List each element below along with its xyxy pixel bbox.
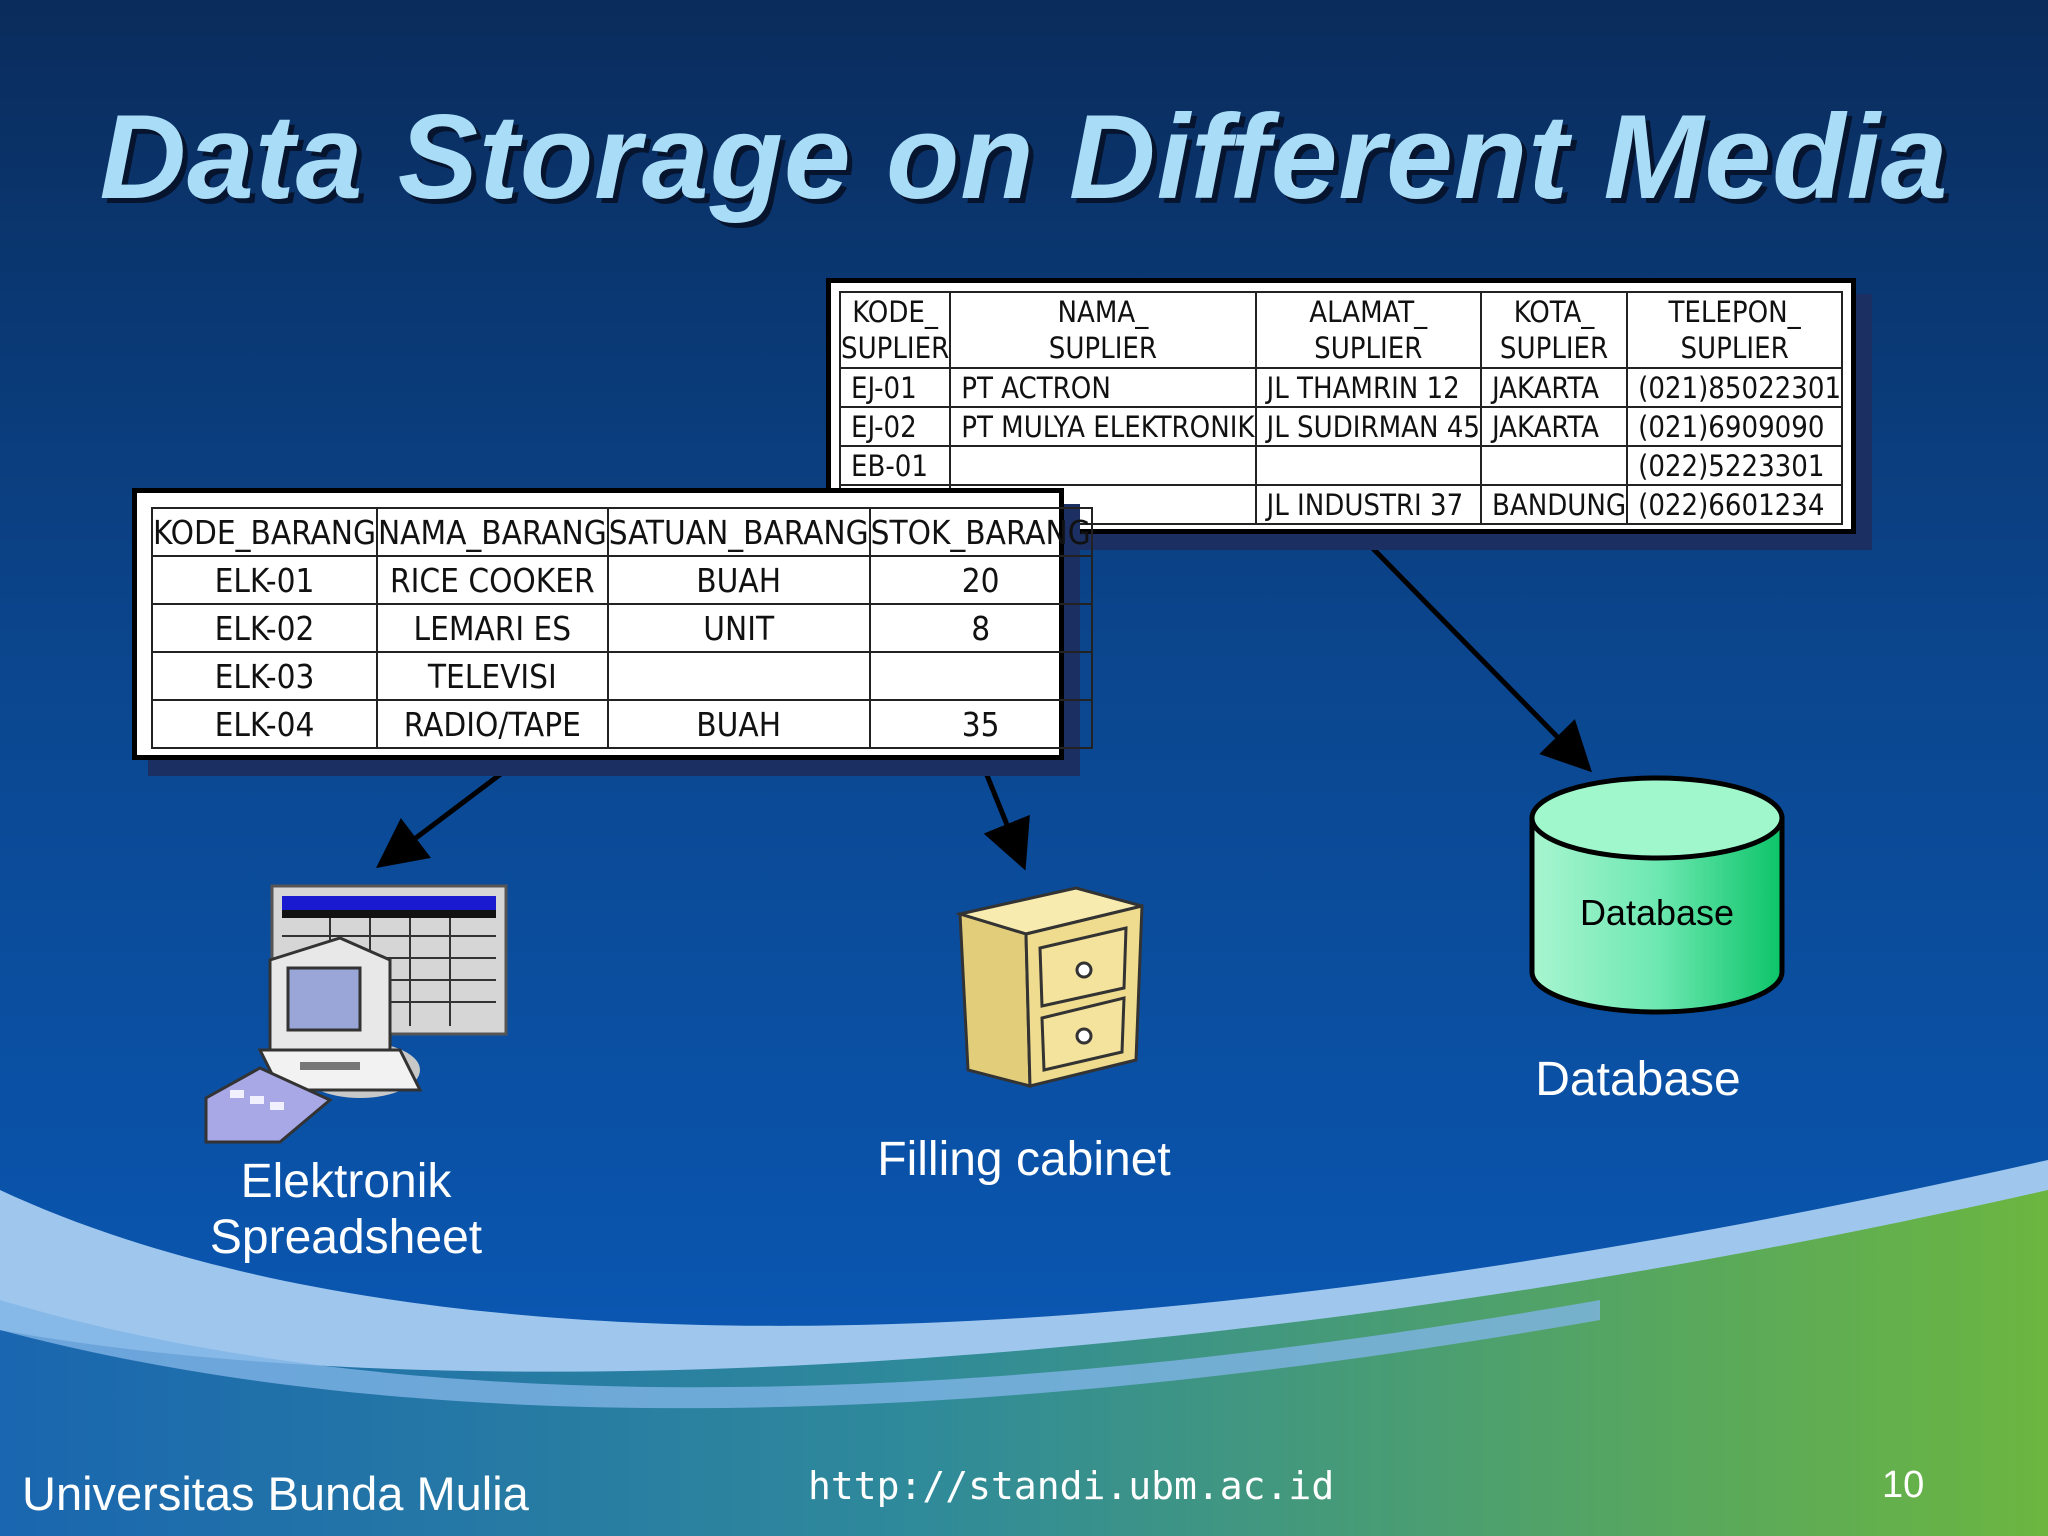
spreadsheet-label-line1: Elektronik — [240, 1155, 452, 1208]
table-cell: RADIO/TAPE — [375, 699, 609, 749]
column-header: KOTA_SUPLIER — [1479, 291, 1629, 369]
table-row: EJ-01 PT ACTRON JL THAMRIN 12 JAKARTA (0… — [838, 367, 1844, 408]
cabinet-label: Filling cabinet — [877, 1133, 1171, 1186]
table-row: ELK-04 RADIO/TAPE BUAH 35 — [151, 699, 1093, 749]
table-cell: ELK-04 — [151, 699, 378, 749]
table-cell: RICE COOKER — [375, 555, 609, 605]
column-header-text: TELEPON_SUPLIER — [1668, 295, 1801, 365]
column-header: SATUAN_BARANG — [606, 507, 871, 557]
column-header: KODE_SUPLIER — [838, 291, 952, 369]
computer-spreadsheet-icon — [204, 884, 508, 1144]
footer-url: http://standi.ubm.ac.id — [808, 1464, 1335, 1508]
arrow-to-database — [1348, 523, 1592, 773]
column-header-text: ALAMAT_SUPLIER — [1309, 295, 1428, 365]
table-cell: TELEVISI — [375, 651, 609, 701]
table-cell: EB-01 — [838, 445, 952, 486]
table-cell: (022)6601234 — [1626, 484, 1844, 525]
table-cell: LEMARI ES — [375, 603, 609, 653]
table-cell: ELK-02 — [151, 603, 378, 653]
table-cell: JL SUDIRMAN 45 — [1254, 406, 1482, 447]
column-header: NAMA_SUPLIER — [949, 291, 1257, 369]
barang-table: KODE_BARANG NAMA_BARANG SATUAN_BARANG ST… — [151, 507, 1093, 749]
table-cell — [1254, 445, 1482, 486]
column-header: STOK_BARANG — [868, 507, 1093, 557]
spreadsheet-label: Elektronik Spreadsheet — [146, 1154, 546, 1266]
table-cell: ELK-01 — [151, 555, 378, 605]
spreadsheet-label-line2: Spreadsheet — [209, 1211, 483, 1264]
table-cell: JAKARTA — [1479, 406, 1629, 447]
table-cell: (022)5223301 — [1626, 445, 1844, 486]
arrow-to-cabinet — [977, 757, 1030, 871]
table-cell: 8 — [868, 603, 1093, 653]
column-header-text: KODE_SUPLIER — [841, 295, 950, 365]
page-number: 10 — [1882, 1464, 1925, 1506]
table-cell: JAKARTA — [1479, 367, 1629, 408]
supplier-table: KODE_SUPLIER NAMA_SUPLIER ALAMAT_SUPLIER… — [838, 291, 1844, 525]
table-cell: BANDUNG — [1479, 484, 1629, 525]
column-header-text: KOTA_SUPLIER — [1499, 295, 1609, 365]
table-header-row: KODE_BARANG NAMA_BARANG SATUAN_BARANG ST… — [151, 507, 1093, 557]
table-cell: EJ-02 — [838, 406, 952, 447]
database-icon — [1529, 775, 1785, 1015]
table-cell: (021)85022301 — [1626, 367, 1844, 408]
arrow-to-spreadsheet — [376, 756, 524, 869]
table-cell: (021)6909090 — [1626, 406, 1844, 447]
table-header-row: KODE_SUPLIER NAMA_SUPLIER ALAMAT_SUPLIER… — [838, 291, 1844, 369]
column-header: ALAMAT_SUPLIER — [1254, 291, 1482, 369]
database-icon-label: Database — [1579, 892, 1735, 933]
column-header-text: NAMA_SUPLIER — [1048, 295, 1157, 365]
table-cell — [1479, 445, 1629, 486]
footer-institution: Universitas Bunda Mulia — [22, 1467, 529, 1520]
table-cell: EJ-01 — [838, 367, 952, 408]
table-cell: ELK-03 — [151, 651, 378, 701]
table-cell: JL THAMRIN 12 — [1254, 367, 1482, 408]
table-row: EJ-02 PT MULYA ELEKTRONIK JL SUDIRMAN 45… — [838, 406, 1844, 447]
table-cell: UNIT — [606, 603, 871, 653]
supplier-table-window: KODE_SUPLIER NAMA_SUPLIER ALAMAT_SUPLIER… — [826, 278, 1856, 534]
column-header: NAMA_BARANG — [375, 507, 609, 557]
table-cell: PT MULYA ELEKTRONIK — [949, 406, 1257, 447]
table-row: ELK-01 RICE COOKER BUAH 20 — [151, 555, 1093, 605]
table-row: ELK-02 LEMARI ES UNIT 8 — [151, 603, 1093, 653]
table-cell: BUAH — [606, 699, 871, 749]
table-cell — [606, 651, 871, 701]
barang-table-window: KODE_BARANG NAMA_BARANG SATUAN_BARANG ST… — [132, 488, 1093, 760]
table-row: EB-01 (022)5223301 — [838, 445, 1844, 486]
table-cell: PT ACTRON — [949, 367, 1257, 408]
table-cell: 20 — [868, 555, 1093, 605]
table-cell — [949, 445, 1257, 486]
column-header: KODE_BARANG — [151, 507, 378, 557]
table-cell: JL INDUSTRI 37 — [1254, 484, 1482, 525]
table-row: ELK-03 TELEVISI — [151, 651, 1093, 701]
database-label: Database — [1535, 1053, 1741, 1106]
table-cell — [868, 651, 1093, 701]
table-cell: BUAH — [606, 555, 871, 605]
slide-title: Data Storage on Different Media — [99, 90, 1949, 224]
filing-cabinet-icon — [956, 886, 1144, 1088]
column-header: TELEPON_SUPLIER — [1626, 291, 1844, 369]
table-cell: 35 — [868, 699, 1093, 749]
